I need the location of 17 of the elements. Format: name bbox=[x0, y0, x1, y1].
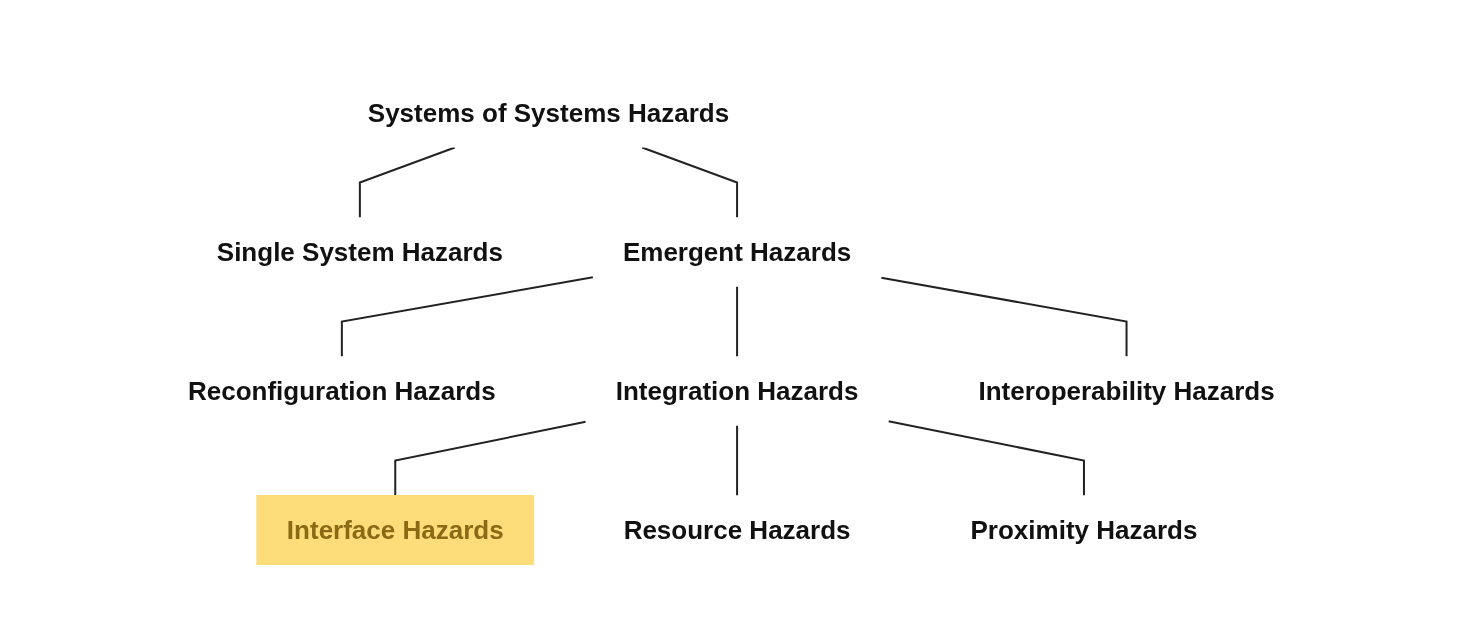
connector bbox=[887, 420, 1085, 497]
node-text: Interoperability Hazards bbox=[978, 375, 1275, 406]
connector bbox=[640, 146, 738, 219]
node-text: Resource Hazards bbox=[623, 514, 851, 545]
connector bbox=[735, 285, 738, 358]
node-text: Single System Hazards bbox=[216, 236, 503, 267]
connector bbox=[340, 276, 594, 358]
node-text: Emergent Hazards bbox=[622, 236, 851, 267]
connector bbox=[735, 424, 738, 497]
node-text: Systems of Systems Hazards bbox=[367, 97, 729, 128]
node-box: Interface Hazards bbox=[256, 495, 534, 565]
connector bbox=[393, 420, 587, 497]
node-text: Reconfiguration Hazards bbox=[187, 375, 496, 406]
node-text: Integration Hazards bbox=[615, 375, 859, 406]
connector bbox=[358, 146, 456, 219]
node-text: Proximity Hazards bbox=[970, 514, 1198, 545]
connector bbox=[879, 276, 1128, 358]
